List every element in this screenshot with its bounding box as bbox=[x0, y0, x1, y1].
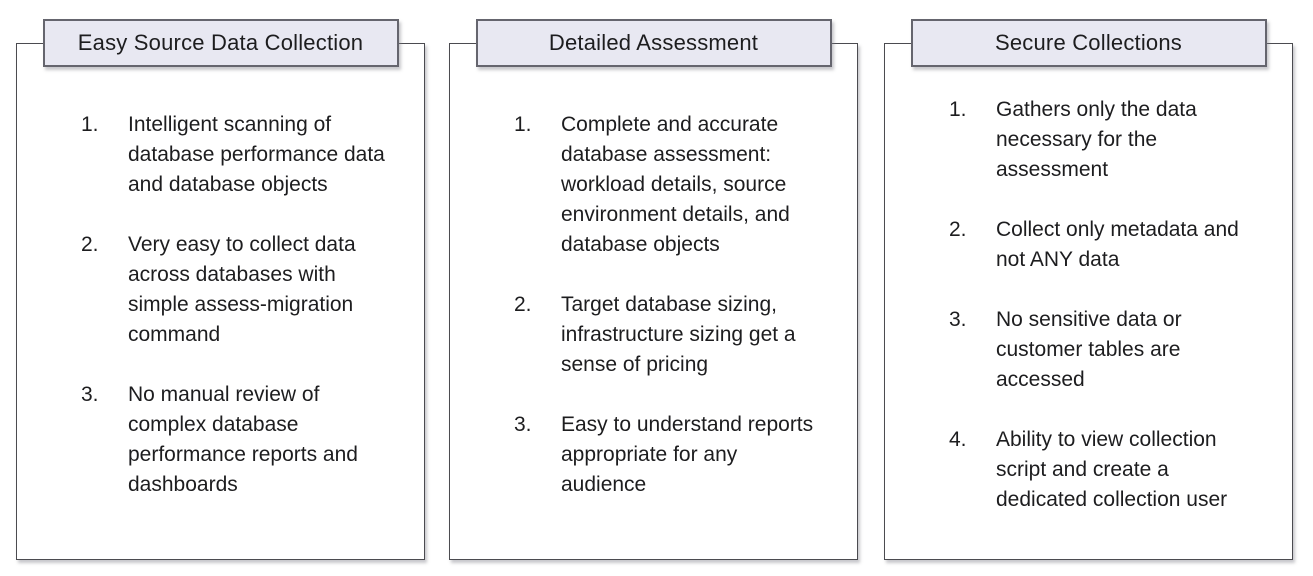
list-item-text: Collect only metadata and not ANY data bbox=[996, 218, 1239, 271]
panel-title-box: Detailed Assessment bbox=[475, 19, 832, 67]
panel-title-box: Easy Source Data Collection bbox=[42, 19, 399, 67]
panel-easy-source-data-collection: Easy Source Data Collection 1. Intellige… bbox=[16, 19, 425, 560]
list-item-text: Easy to understand reports appropriate f… bbox=[561, 413, 814, 496]
list-item: 3. No sensitive data or customer tables … bbox=[949, 305, 1278, 395]
list-item-text: Complete and accurate database assessmen… bbox=[561, 113, 790, 256]
list-item: 2. Collect only metadata and not ANY dat… bbox=[949, 215, 1278, 275]
panel-title: Secure Collections bbox=[994, 30, 1183, 55]
list-item-text: Gathers only the data necessary for the … bbox=[996, 98, 1197, 181]
panel-detailed-assessment: Detailed Assessment 1. Complete and accu… bbox=[449, 19, 858, 560]
panel-list: 1. Gathers only the data necessary for t… bbox=[885, 44, 1292, 515]
list-item-number: 3. bbox=[949, 308, 967, 331]
list-item-number: 3. bbox=[81, 383, 99, 406]
list-item-number: 2. bbox=[514, 293, 532, 316]
panel-title: Detailed Assessment bbox=[548, 30, 759, 55]
list-item: 4. Ability to view collection script and… bbox=[949, 425, 1278, 515]
list-item: 1. Gathers only the data necessary for t… bbox=[949, 95, 1278, 185]
list-item-number: 1. bbox=[949, 98, 967, 121]
list-item-number: 3. bbox=[514, 413, 532, 436]
list-item-number: 2. bbox=[81, 233, 99, 256]
list-item-number: 1. bbox=[514, 113, 532, 136]
panel-list: 1. Intelligent scanning of database perf… bbox=[17, 44, 424, 500]
list-item-text: Very easy to collect data across databas… bbox=[128, 233, 356, 346]
list-item: 1. Complete and accurate database assess… bbox=[514, 110, 843, 260]
list-item: 2. Very easy to collect data across data… bbox=[81, 230, 410, 350]
list-item: 2. Target database sizing, infrastructur… bbox=[514, 290, 843, 380]
list-item: 3. No manual review of complex database … bbox=[81, 380, 410, 500]
list-item: 3. Easy to understand reports appropriat… bbox=[514, 410, 843, 500]
panel-title-box: Secure Collections bbox=[910, 19, 1267, 67]
list-item-text: Target database sizing, infrastructure s… bbox=[561, 293, 796, 376]
list-item-number: 4. bbox=[949, 428, 967, 451]
list-item-number: 1. bbox=[81, 113, 99, 136]
panel-list: 1. Complete and accurate database assess… bbox=[450, 44, 857, 500]
list-item-number: 2. bbox=[949, 218, 967, 241]
panel-title: Easy Source Data Collection bbox=[77, 30, 364, 55]
list-item-text: No sensitive data or customer tables are… bbox=[996, 308, 1182, 391]
panel-secure-collections: Secure Collections 1. Gathers only the d… bbox=[884, 19, 1293, 560]
list-item-text: No manual review of complex database per… bbox=[128, 383, 358, 496]
list-item-text: Intelligent scanning of database perform… bbox=[128, 113, 385, 196]
list-item: 1. Intelligent scanning of database perf… bbox=[81, 110, 410, 200]
list-item-text: Ability to view collection script and cr… bbox=[996, 428, 1228, 511]
